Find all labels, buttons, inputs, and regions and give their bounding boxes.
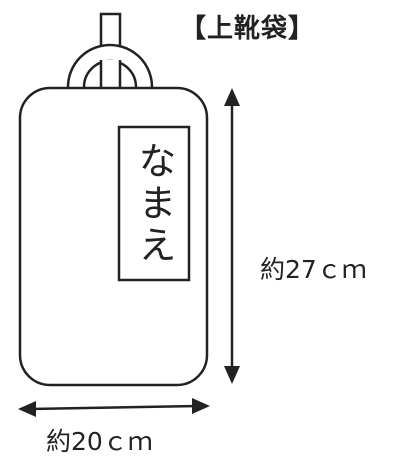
width-dimension-label: 約20ｃｍ: [46, 427, 153, 456]
height-dimension-label: 約27ｃｍ: [260, 255, 367, 284]
width-arrow-head-right: [192, 398, 210, 414]
width-arrow-line: [29, 404, 199, 411]
name-tag: なまえ: [119, 127, 189, 280]
height-arrow-head-bottom: [224, 366, 240, 384]
height-arrow-head-top: [224, 88, 240, 106]
name-tag-frame: [117, 125, 191, 282]
diagram-title: 【上靴袋】: [180, 14, 316, 44]
name-tag-text: なまえ: [132, 140, 176, 267]
width-arrow-head-left: [18, 401, 36, 417]
